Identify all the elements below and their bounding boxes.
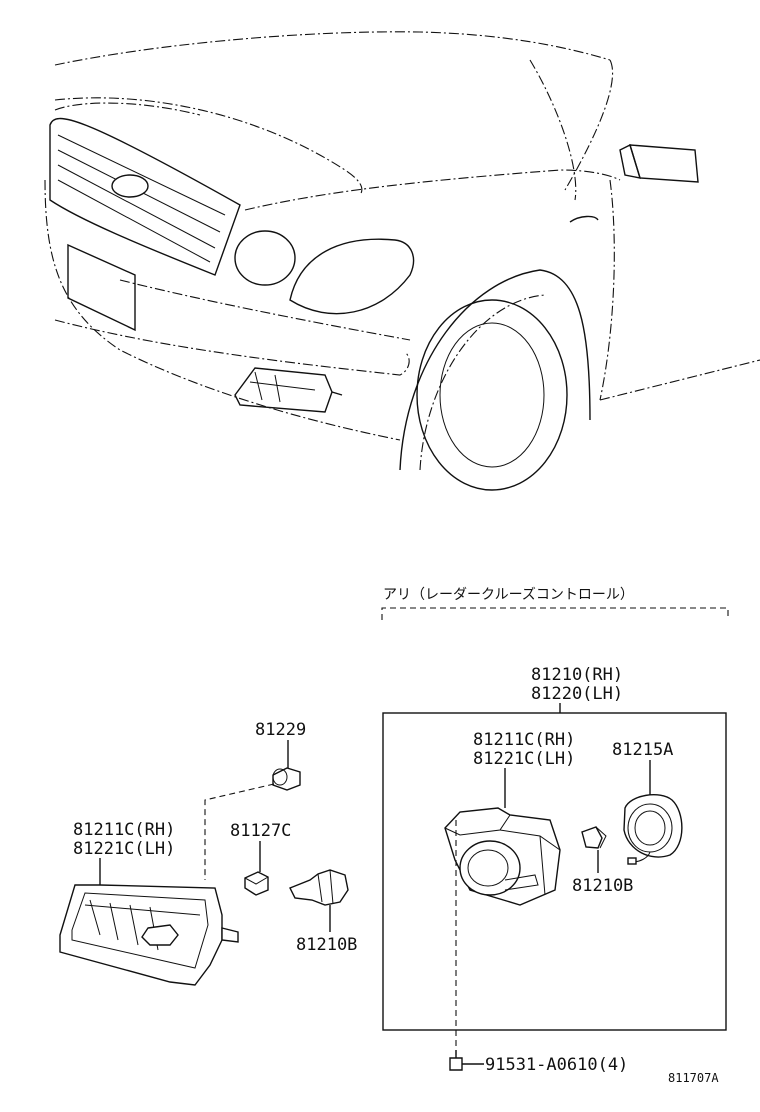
assy-lh-label: 81220(LH) [531, 684, 623, 704]
radar-cruise-note: アリ（レーダークルーズコントロール） [383, 587, 634, 603]
screw-label: 91531-A0610(4) [485, 1055, 628, 1075]
assembly-box [382, 712, 727, 1031]
diagram-id: 811707A [668, 1071, 719, 1085]
fog-lamp-left-lh-label: 81221C(LH) [73, 839, 175, 859]
fog-lamp-right-rh-label: 81211C(RH) [473, 730, 575, 750]
fog-lamp-right-lh-label: 81221C(LH) [473, 749, 575, 769]
socket-cover-label: 81127C [230, 821, 291, 841]
socket-guide-line [204, 783, 275, 880]
cover-right [623, 794, 683, 865]
bulb-socket-top-label: 81229 [255, 720, 306, 740]
bulb-left-label: 81210B [296, 935, 357, 955]
emblem-icon [111, 174, 149, 198]
fog-lamp-left-rh-label: 81211C(RH) [73, 820, 175, 840]
vehicle-front-illustration [44, 31, 760, 491]
fog-lamp-right [444, 807, 561, 906]
cover-right-label: 81215A [612, 740, 673, 760]
bulb-left [289, 869, 349, 906]
bulb-socket-top [272, 767, 301, 791]
bulb-right [581, 826, 607, 849]
assy-rh-label: 81210(RH) [531, 665, 623, 685]
fog-lamp-left [59, 884, 239, 986]
socket-cover [244, 871, 269, 896]
radar-note-bracket [381, 607, 729, 620]
bulb-right-label: 81210B [572, 876, 633, 896]
screw-icon [449, 1050, 463, 1071]
